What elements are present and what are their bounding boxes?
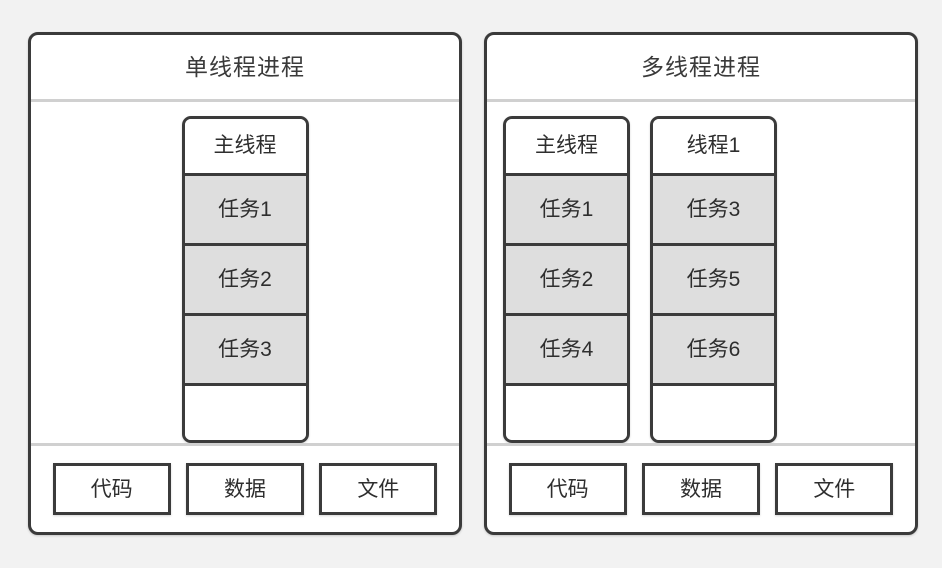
task-cell: 任务3 xyxy=(653,176,774,246)
task-cell: 任务1 xyxy=(506,176,627,246)
thread-empty-slot xyxy=(653,386,774,440)
thread-column-main-thread: 主线程 任务1 任务2 任务3 xyxy=(181,116,309,443)
thread-header-thread-1: 线程1 xyxy=(653,119,774,176)
task-cell: 任务2 xyxy=(184,246,306,316)
resource-box-file: 文件 xyxy=(319,463,438,515)
resource-box-data: 数据 xyxy=(641,463,760,515)
process-panel-multi-thread: 多线程进程 主线程 任务1 任务2 任务4 线程1 任务3 任务5 任务6 代码… xyxy=(484,32,918,535)
thread-header-main-thread: 主线程 xyxy=(184,119,306,176)
thread-area-multi-thread: 主线程 任务1 任务2 任务4 线程1 任务3 任务5 任务6 xyxy=(487,102,915,446)
resource-box-file: 文件 xyxy=(775,463,894,515)
thread-empty-slot xyxy=(506,386,627,440)
thread-column-thread-1: 线程1 任务3 任务5 任务6 xyxy=(650,116,777,443)
task-cell: 任务6 xyxy=(653,316,774,386)
task-cell: 任务2 xyxy=(506,246,627,316)
resource-box-code: 代码 xyxy=(52,463,171,515)
thread-column-main-thread: 主线程 任务1 任务2 任务4 xyxy=(503,116,630,443)
panel-title-multi-thread: 多线程进程 xyxy=(487,35,915,102)
task-cell: 任务1 xyxy=(184,176,306,246)
resource-row-single-thread: 代码 数据 文件 xyxy=(31,446,459,532)
resource-box-code: 代码 xyxy=(508,463,627,515)
resource-row-multi-thread: 代码 数据 文件 xyxy=(487,446,915,532)
task-cell: 任务4 xyxy=(506,316,627,386)
task-cell: 任务3 xyxy=(184,316,306,386)
thread-empty-slot xyxy=(184,386,306,440)
process-panel-single-thread: 单线程进程 主线程 任务1 任务2 任务3 代码 数据 文件 xyxy=(28,32,462,535)
panel-title-single-thread: 单线程进程 xyxy=(31,35,459,102)
thread-header-main-thread: 主线程 xyxy=(506,119,627,176)
resource-box-data: 数据 xyxy=(185,463,304,515)
thread-area-single-thread: 主线程 任务1 任务2 任务3 xyxy=(31,102,459,446)
task-cell: 任务5 xyxy=(653,246,774,316)
